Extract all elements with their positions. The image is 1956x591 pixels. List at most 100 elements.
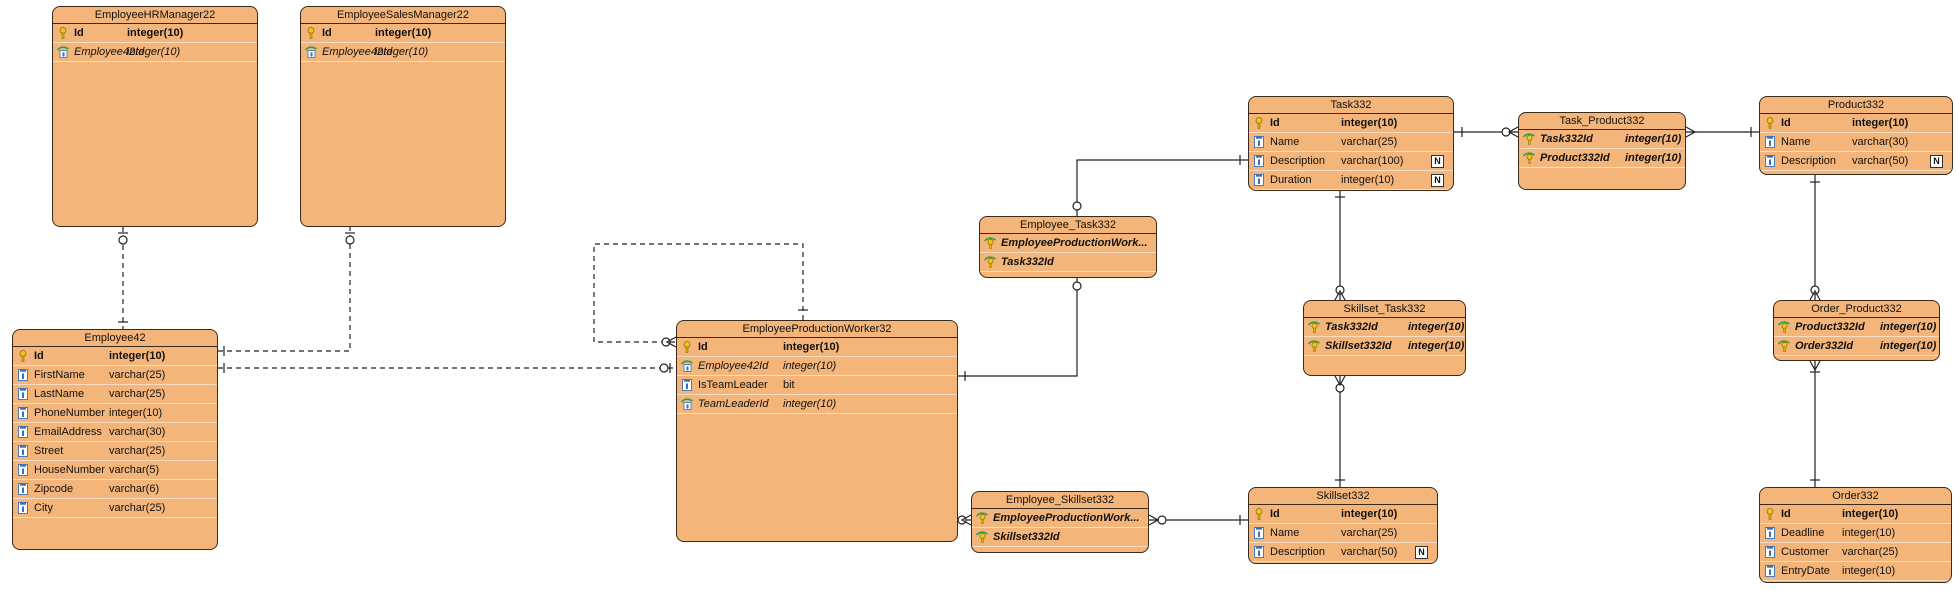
column-type: bit (783, 379, 795, 391)
column-row[interactable]: Skillset332Id (972, 528, 1148, 547)
primary-foreign-key-icon (1308, 340, 1320, 352)
column-type: varchar(100) (1341, 155, 1404, 167)
column-type: integer(10) (1625, 152, 1682, 164)
zero-marker (118, 235, 128, 245)
entity-title: Skillset332 (1249, 488, 1437, 505)
column-name: Employee42Id (74, 46, 145, 58)
column-type: integer(10) (783, 341, 840, 353)
column-type: integer(10) (109, 407, 163, 419)
entity-title: EmployeeProductionWorker32 (677, 321, 957, 338)
column-row[interactable]: EmployeeProductionWork... (980, 234, 1156, 253)
nullable-flag: N (1431, 174, 1444, 187)
column-name: Skillset332Id (993, 531, 1060, 543)
primary-foreign-key-icon (984, 256, 996, 268)
column-row[interactable]: Id integer(10) (677, 338, 957, 357)
column-icon (1765, 136, 1775, 148)
column-name: Customer (1781, 546, 1829, 558)
column-icon (1765, 546, 1775, 558)
column-type: integer(10) (1842, 527, 1896, 539)
column-row[interactable]: EmployeeProductionWork... (972, 509, 1148, 528)
column-icon (18, 407, 28, 419)
column-name: FirstName (34, 369, 85, 381)
column-name: Duration (1270, 174, 1312, 186)
many-marker (1334, 375, 1346, 387)
column-name: Zipcode (34, 483, 74, 495)
column-name: Id (698, 341, 708, 353)
column-type: integer(10) (109, 350, 166, 362)
column-name: Id (1781, 117, 1791, 129)
column-type: integer(10) (1341, 174, 1395, 186)
primary-foreign-key-icon (1523, 152, 1535, 164)
primary-key-icon (307, 27, 315, 39)
column-type: integer(10) (1880, 321, 1937, 333)
column-type: varchar(6) (109, 483, 160, 495)
primary-key-icon (59, 27, 67, 39)
entity-title: Skillset_Task332 (1304, 301, 1465, 318)
zero-marker (345, 235, 355, 245)
column-row[interactable]: Id integer(10) (1760, 114, 1952, 133)
column-type: integer(10) (127, 27, 184, 39)
entity-title: EmployeeSalesManager22 (301, 7, 505, 24)
column-row[interactable]: Zipcode varchar(6) (13, 480, 217, 499)
column-type: varchar(25) (1341, 527, 1398, 539)
primary-key-icon (1255, 117, 1263, 129)
column-name: LastName (34, 388, 85, 400)
column-icon (18, 426, 28, 438)
column-row[interactable]: Task332Id (980, 253, 1156, 272)
primary-key-icon (1255, 508, 1263, 520)
column-type: integer(10) (1852, 117, 1909, 129)
column-icon (1254, 546, 1264, 558)
column-row[interactable]: Duration integer(10) N (1249, 171, 1453, 190)
nullable-flag: N (1415, 546, 1428, 559)
primary-key-icon (683, 341, 691, 353)
column-type: varchar(30) (1852, 136, 1909, 148)
column-name: TeamLeaderId (698, 398, 769, 410)
